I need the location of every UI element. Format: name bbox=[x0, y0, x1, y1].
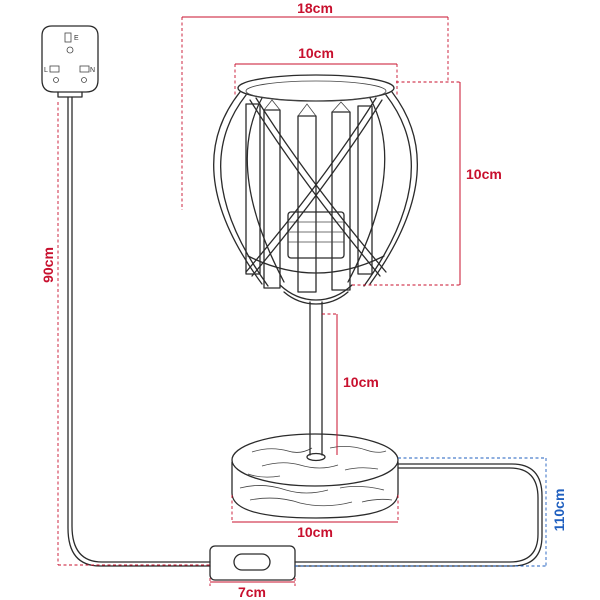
earth-label: E bbox=[74, 35, 79, 42]
base-wood-grain bbox=[261, 462, 339, 469]
base-wood-grain bbox=[251, 447, 313, 453]
glass-bar-top bbox=[331, 101, 351, 113]
neutral-pin bbox=[79, 65, 90, 73]
shade-cup-rim bbox=[283, 291, 349, 305]
cage-wire bbox=[213, 91, 263, 285]
plug-fuse-dot bbox=[81, 77, 87, 83]
glass-bar-top bbox=[263, 99, 281, 111]
dim-label-total: 110cm bbox=[551, 489, 567, 532]
inline-switch bbox=[209, 545, 296, 581]
base-wood-grain bbox=[247, 473, 281, 478]
base-wood-grain bbox=[344, 467, 379, 471]
plug-screw-icon bbox=[66, 46, 74, 54]
glass-bar bbox=[297, 115, 317, 293]
base-wood-grain bbox=[329, 446, 387, 453]
bulb-socket bbox=[287, 211, 345, 259]
cage-wire bbox=[249, 99, 381, 277]
bulb-holder bbox=[287, 211, 345, 259]
cable-left-outer bbox=[67, 96, 211, 567]
base-side-grain bbox=[239, 485, 329, 494]
cage-wire bbox=[255, 97, 387, 273]
base-side-grain bbox=[361, 498, 393, 503]
glass-bar bbox=[357, 105, 373, 275]
dim-label-switch: 7cm bbox=[238, 584, 266, 600]
earth-pin bbox=[64, 32, 72, 43]
cage-wire bbox=[251, 99, 383, 277]
neutral-label: N bbox=[90, 67, 95, 74]
glass-bar-top bbox=[297, 103, 317, 117]
cage-wire bbox=[246, 97, 285, 283]
base-top bbox=[231, 433, 399, 487]
cage-wire bbox=[220, 94, 269, 287]
switch-body bbox=[209, 545, 296, 581]
plug-body bbox=[41, 25, 99, 93]
cage-wire bbox=[363, 94, 412, 287]
cable-left-inner bbox=[71, 96, 211, 563]
live-label: L bbox=[44, 67, 48, 74]
dim-label-cable-length: 90cm bbox=[40, 247, 56, 283]
plug-fuse-dot bbox=[53, 77, 59, 83]
dim-label-shade-height: 10cm bbox=[466, 166, 502, 182]
dim-label-shade-outer: 18cm bbox=[297, 0, 333, 16]
glass-bar bbox=[331, 111, 351, 291]
lamp-stem bbox=[309, 301, 323, 456]
lamp-base bbox=[231, 433, 399, 519]
live-pin bbox=[49, 65, 60, 73]
dim-label-shade-inner: 10cm bbox=[298, 45, 334, 61]
shade-cup bbox=[279, 284, 353, 301]
cage-wire bbox=[245, 97, 377, 273]
cable-right-outer bbox=[294, 463, 543, 567]
switch-rocker bbox=[233, 553, 271, 571]
glass-bar bbox=[263, 109, 281, 289]
base-side-grain bbox=[249, 497, 353, 507]
cage-wire bbox=[369, 91, 418, 285]
cage-wire bbox=[347, 97, 386, 283]
lamp-shade bbox=[213, 74, 418, 305]
plug-cable-entry bbox=[57, 91, 83, 98]
power-cable bbox=[67, 96, 543, 567]
base-side-grain bbox=[339, 486, 385, 491]
base-side bbox=[231, 461, 399, 519]
base-nut bbox=[306, 452, 326, 462]
dim-label-base-width: 10cm bbox=[297, 524, 333, 540]
dim-label-stem-height: 10cm bbox=[343, 374, 379, 390]
cable-right-inner bbox=[294, 467, 539, 563]
uk-plug: E L N bbox=[41, 25, 99, 98]
dimension-annotations: 18cm 10cm 10cm 10cm 10cm 90cm 110cm bbox=[40, 0, 567, 600]
shade-top-rim-inner bbox=[245, 80, 387, 102]
glass-bar bbox=[245, 103, 261, 275]
shade-wire-cage bbox=[213, 91, 418, 287]
